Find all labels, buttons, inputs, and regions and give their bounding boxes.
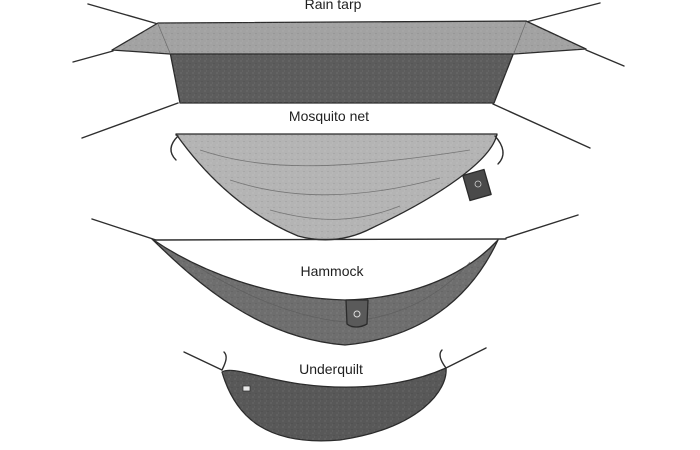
hammock-label: Hammock [300,263,364,279]
underquilt-label: Underquilt [299,361,363,377]
underquilt-cord-right [445,347,487,369]
net-tieout-left [170,135,179,161]
rain-tarp-label: Rain tarp [305,0,362,12]
underquilt-cord-left [183,351,223,371]
hammock-suspension-left [91,218,157,241]
tarp-guyline-bottom-right [492,103,591,149]
tarp-guyline-top-left [87,3,159,25]
net-stuff-sack [462,168,492,202]
underquilt: Underquilt [183,347,487,442]
hammock-pocket [345,299,369,328]
tarp-guyline-right [585,49,625,67]
hammock-suspension-right [505,214,579,239]
tarp-guyline-top-right [525,2,601,23]
net-tieout-right [494,135,504,165]
hammock: Hammock [91,214,579,346]
hammock-ridgeline [155,238,507,241]
underquilt-tag [242,385,251,392]
mosquito-net-label: Mosquito net [289,108,369,124]
mosquito-net: Mosquito net [170,108,504,241]
tarp-guyline-left [72,50,114,63]
rain-tarp: Rain tarp [72,0,625,149]
tarp-guyline-bottom-left [81,102,179,139]
